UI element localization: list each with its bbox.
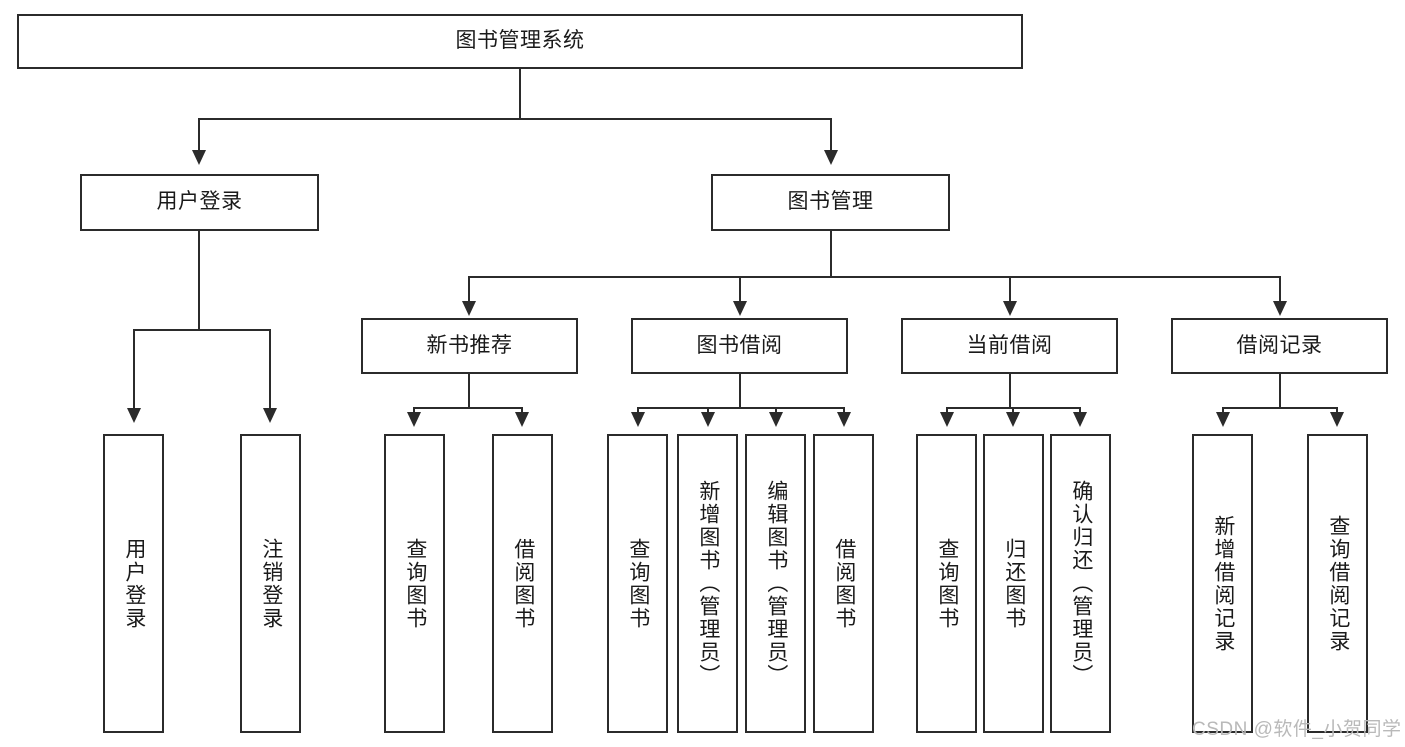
connector-book-mgmt-drop-1 <box>468 276 470 304</box>
connector-cb-drop-3 <box>1079 407 1081 415</box>
connector-book-mgmt-stem <box>830 231 832 277</box>
csdn-watermark: CSDN @软件_小贺同学 <box>1192 719 1402 740</box>
arrowhead-bb-leaf-4 <box>837 412 851 427</box>
arrowhead-nb-leaf-2 <box>515 412 529 427</box>
node-label: 查询借阅记录 <box>1326 514 1350 653</box>
connector-current-borrow-stem <box>1009 374 1011 408</box>
arrowhead-leaf-user-login <box>127 408 141 423</box>
node-label: 借阅图书 <box>832 537 856 630</box>
node-label: 查询图书 <box>935 537 959 630</box>
node-label: 新增图书（管理员） <box>696 480 720 687</box>
connector-to-user-login <box>198 118 200 153</box>
connector-new-book-stem <box>468 374 470 408</box>
node-label: 图书管理系统 <box>455 29 585 53</box>
leaf-bb-add-book[interactable]: 新增图书（管理员） <box>677 434 738 733</box>
leaf-logout[interactable]: 注销登录 <box>240 434 301 733</box>
arrowhead-cb-leaf-1 <box>940 412 954 427</box>
node-label: 图书借阅 <box>696 333 783 357</box>
node-label: 注销登录 <box>259 537 283 630</box>
node-label: 新增借阅记录 <box>1211 514 1235 653</box>
connector-root-bus <box>198 118 832 120</box>
node-book-management[interactable]: 图书管理 <box>711 174 950 231</box>
arrowhead-book-mgmt <box>824 150 838 165</box>
connector-user-login-stem <box>198 231 200 330</box>
node-label: 用户登录 <box>156 190 243 214</box>
connector-user-login-drop-2 <box>269 329 271 411</box>
node-new-book-recommend[interactable]: 新书推荐 <box>361 318 578 374</box>
connector-new-book-drop-2 <box>521 407 523 415</box>
connector-new-book-drop-1 <box>413 407 415 415</box>
arrowhead-leaf-logout <box>263 408 277 423</box>
connector-bb-drop-1 <box>637 407 639 415</box>
leaf-nb-borrow-book[interactable]: 借阅图书 <box>492 434 553 733</box>
connector-cb-drop-1 <box>946 407 948 415</box>
arrowhead-nb-leaf-1 <box>407 412 421 427</box>
node-label: 借阅图书 <box>511 537 535 630</box>
connector-new-book-bus <box>413 407 523 409</box>
connector-br-drop-1 <box>1222 407 1224 415</box>
arrowhead-user-login <box>192 150 206 165</box>
node-root-system[interactable]: 图书管理系统 <box>17 14 1023 69</box>
connector-bb-drop-4 <box>843 407 845 415</box>
arrowhead-bb-leaf-3 <box>769 412 783 427</box>
leaf-bb-edit-book[interactable]: 编辑图书（管理员） <box>745 434 806 733</box>
connector-book-mgmt-drop-4 <box>1279 276 1281 304</box>
node-label: 图书管理 <box>787 190 874 214</box>
arrowhead-new-book <box>462 301 476 316</box>
node-current-borrow[interactable]: 当前借阅 <box>901 318 1118 374</box>
node-borrow-record[interactable]: 借阅记录 <box>1171 318 1388 374</box>
connector-book-mgmt-drop-3 <box>1009 276 1011 304</box>
arrowhead-cb-leaf-2 <box>1006 412 1020 427</box>
arrowhead-br-leaf-2 <box>1330 412 1344 427</box>
node-book-borrow[interactable]: 图书借阅 <box>631 318 848 374</box>
leaf-cb-confirm-return[interactable]: 确认归还（管理员） <box>1050 434 1111 733</box>
node-label: 确认归还（管理员） <box>1069 480 1093 687</box>
arrowhead-bb-leaf-1 <box>631 412 645 427</box>
connector-book-mgmt-drop-2 <box>739 276 741 304</box>
leaf-cb-return-book[interactable]: 归还图书 <box>983 434 1044 733</box>
arrowhead-borrow-record <box>1273 301 1287 316</box>
node-label: 编辑图书（管理员） <box>764 480 788 687</box>
arrowhead-cb-leaf-3 <box>1073 412 1087 427</box>
leaf-br-add-record[interactable]: 新增借阅记录 <box>1192 434 1253 733</box>
node-label: 查询图书 <box>626 537 650 630</box>
arrowhead-borrow-book <box>733 301 747 316</box>
connector-br-drop-2 <box>1336 407 1338 415</box>
connector-user-login-drop-1 <box>133 329 135 411</box>
arrowhead-br-leaf-1 <box>1216 412 1230 427</box>
arrowhead-current-borrow <box>1003 301 1017 316</box>
node-label: 归还图书 <box>1002 537 1026 630</box>
connector-book-mgmt-bus <box>468 276 1280 278</box>
connector-to-book-mgmt <box>830 118 832 153</box>
connector-book-borrow-bus <box>637 407 845 409</box>
leaf-user-login[interactable]: 用户登录 <box>103 434 164 733</box>
connector-borrow-record-bus <box>1222 407 1338 409</box>
connector-borrow-record-stem <box>1279 374 1281 408</box>
leaf-bb-query-book[interactable]: 查询图书 <box>607 434 668 733</box>
node-label: 用户登录 <box>122 537 146 630</box>
leaf-cb-query-book[interactable]: 查询图书 <box>916 434 977 733</box>
node-label: 借阅记录 <box>1236 333 1323 357</box>
node-label: 查询图书 <box>403 537 427 630</box>
connector-root-stem <box>519 69 521 119</box>
connector-bb-drop-3 <box>775 407 777 415</box>
connector-user-login-bus <box>133 329 271 331</box>
connector-bb-drop-2 <box>707 407 709 415</box>
connector-cb-drop-2 <box>1012 407 1014 415</box>
node-user-login[interactable]: 用户登录 <box>80 174 319 231</box>
leaf-bb-borrow-book[interactable]: 借阅图书 <box>813 434 874 733</box>
node-label: 新书推荐 <box>426 333 513 357</box>
arrowhead-bb-leaf-2 <box>701 412 715 427</box>
node-label: 当前借阅 <box>966 333 1053 357</box>
leaf-br-query-record[interactable]: 查询借阅记录 <box>1307 434 1368 733</box>
leaf-nb-query-book[interactable]: 查询图书 <box>384 434 445 733</box>
connector-book-borrow-stem <box>739 374 741 408</box>
